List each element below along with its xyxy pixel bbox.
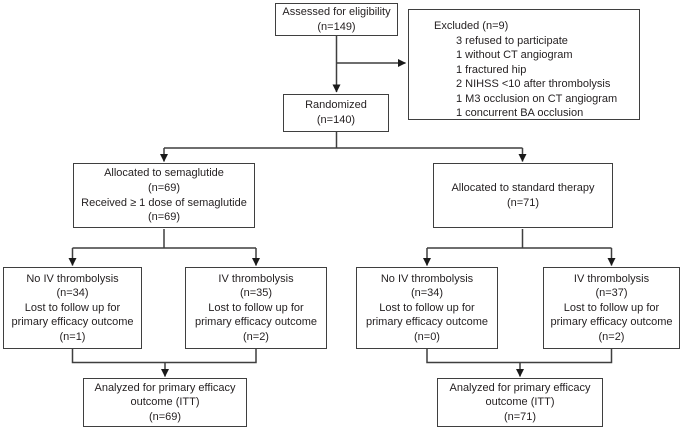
allocated-semaglutide-box: Allocated to semaglutide (n=69) Received…	[73, 163, 255, 228]
analyzed-standard-text: Analyzed for primary efficacy outcome (I…	[449, 381, 591, 423]
std-thrombolysis-text: IV thrombolysis (n=37) Lost to follow up…	[550, 272, 673, 343]
excluded-reason: 1 without CT angiogram	[456, 49, 573, 62]
excluded-box: Excluded (n=9) 3 refused to participate …	[408, 9, 640, 120]
excluded-reason: 1 concurrent BA occlusion	[456, 107, 584, 120]
assessed-eligibility-text: Assessed for eligibility (n=149)	[282, 5, 391, 33]
line-semaglutide-merge	[71, 349, 257, 364]
analyzed-standard-box: Analyzed for primary efficacy outcome (I…	[437, 378, 603, 427]
std-no-thrombolysis-text: No IV thrombolysis (n=34) Lost to follow…	[365, 272, 489, 343]
randomized-text: Randomized (n=140)	[305, 99, 367, 126]
excluded-title: Excluded (n=9)	[434, 20, 509, 32]
excluded-reason: 3 refused to participate	[456, 34, 568, 47]
excluded-reason: 1 fractured hip	[456, 63, 527, 76]
excluded-reasons-list: 3 refused to participate 1 without CT an…	[456, 34, 633, 121]
line-standard-merge	[426, 349, 613, 364]
sema-thrombolysis-box: IV thrombolysis (n=35) Lost to follow up…	[185, 267, 327, 349]
assessed-eligibility-box: Assessed for eligibility (n=149)	[275, 3, 398, 36]
std-thrombolysis-box: IV thrombolysis (n=37) Lost to follow up…	[543, 267, 680, 349]
allocated-standard-therapy-box: Allocated to standard therapy (n=71)	[433, 163, 613, 228]
sema-thrombolysis-text: IV thrombolysis (n=35) Lost to follow up…	[194, 272, 318, 343]
analyzed-semaglutide-text: Analyzed for primary efficacy outcome (I…	[94, 381, 236, 423]
allocated-semaglutide-text: Allocated to semaglutide (n=69) Received…	[81, 167, 247, 224]
std-no-thrombolysis-box: No IV thrombolysis (n=34) Lost to follow…	[356, 267, 498, 349]
analyzed-semaglutide-box: Analyzed for primary efficacy outcome (I…	[83, 378, 247, 427]
sema-no-thrombolysis-box: No IV thrombolysis (n=34) Lost to follow…	[3, 267, 142, 349]
sema-no-thrombolysis-text: No IV thrombolysis (n=34) Lost to follow…	[11, 272, 134, 343]
allocated-standard-therapy-text: Allocated to standard therapy (n=71)	[451, 181, 595, 209]
excluded-reason: 1 M3 occlusion on CT angiogram	[456, 92, 618, 105]
excluded-reason: 2 NIHSS <10 after thrombolysis	[456, 78, 611, 91]
randomized-box: Randomized (n=140)	[283, 94, 389, 132]
